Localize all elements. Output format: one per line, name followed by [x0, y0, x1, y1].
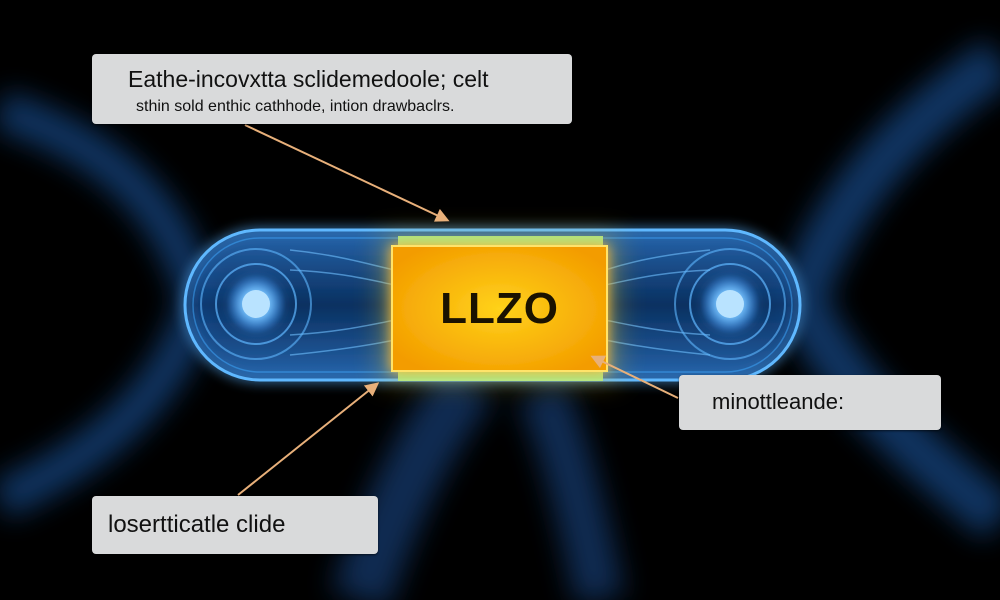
- arrow-right: [590, 355, 679, 399]
- annotation-bottom: losertticatle clide: [92, 496, 378, 554]
- left-electrode: [200, 248, 312, 360]
- annotation-right-text: minottleande:: [712, 389, 845, 414]
- electrolyte-core: [382, 236, 617, 381]
- annotation-top: Eathe-incovxtta sclidemedoole; celt sthi…: [92, 54, 572, 124]
- right-electrode: [674, 248, 786, 360]
- arrow-top: [244, 124, 450, 222]
- arrow-bottom: [237, 382, 380, 496]
- annotation-top-line1: Eathe-incovxtta sclidemedoole; celt: [128, 66, 489, 92]
- annotation-top-line2: sthin sold enthic cathhode, intion drawb…: [136, 98, 455, 115]
- core-label: LLZO: [440, 283, 559, 333]
- annotation-arrows: [237, 124, 679, 496]
- annotation-bottom-text: losertticatle clide: [108, 511, 286, 538]
- annotation-right: minottleande:: [679, 375, 941, 430]
